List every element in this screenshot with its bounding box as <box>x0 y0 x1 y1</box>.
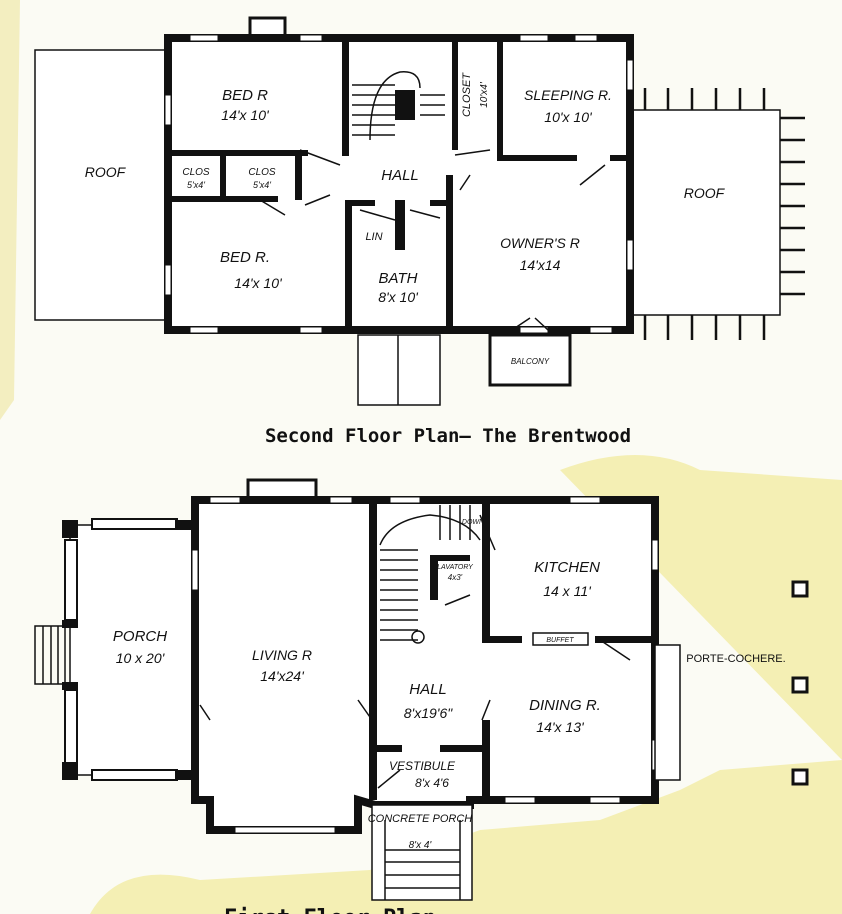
room-label: CONCRETE PORCH <box>368 813 473 825</box>
room-label: HALL <box>409 681 447 698</box>
room-label: PORCH <box>113 628 167 645</box>
room-label: CLOS <box>248 167 276 178</box>
first-floor-caption: First Floor Plan <box>224 906 436 914</box>
room-label: BUFFET <box>546 637 574 644</box>
room-size: 10'x 10' <box>544 109 593 125</box>
room-label: LIVING R <box>252 647 312 663</box>
room-size: 10'x4' <box>479 81 490 108</box>
room-label: LIN <box>365 231 382 243</box>
room-label: CLOSET <box>461 72 473 117</box>
room-label: LAVATORY <box>437 564 474 571</box>
room-label: ROOF <box>684 185 726 201</box>
room-size: 5'x4' <box>187 180 205 190</box>
room-label: SLEEPING R. <box>524 87 612 103</box>
room-size: 5'x4' <box>253 180 271 190</box>
room-size: 4x3' <box>448 573 463 582</box>
room-label: VESTIBULE <box>389 759 456 773</box>
roof-right <box>629 109 781 316</box>
room-label: OWNER'S R <box>500 235 580 251</box>
room-label: DINING R. <box>529 697 601 714</box>
room-label: BALCONY <box>511 357 550 366</box>
room-size: 10 x 20' <box>116 650 166 666</box>
room-label: BED R. <box>220 249 270 266</box>
room-size: 8'x 10' <box>378 289 419 305</box>
room-label: KITCHEN <box>534 559 600 576</box>
room-size: 8'x 4' <box>409 840 433 851</box>
second-floor-caption: Second Floor Plan— The Brentwood <box>265 425 631 447</box>
room-label: ROOF <box>85 164 127 180</box>
second-floor-plan: BED R 14'x 10' BED R. 14'x 10' CLOS 5'x4… <box>34 16 805 447</box>
room-size: 14'x14 <box>520 257 561 273</box>
room-size: 14'x 10' <box>234 275 283 291</box>
room-label: HALL <box>381 167 419 184</box>
roof-left <box>34 49 169 321</box>
balcony <box>488 333 572 387</box>
room-label: CLOS <box>182 167 210 178</box>
room-size: 14'x 13' <box>536 719 585 735</box>
room-size: 8'x 4'6 <box>415 776 449 790</box>
room-size: 14'x24' <box>260 668 305 684</box>
room-size: 8'x19'6" <box>404 705 453 721</box>
first-floor-plan: PORCH 10 x 20' LIVING R 14'x24' HALL 8'x… <box>34 478 809 914</box>
room-size: 14 x 11' <box>543 583 592 599</box>
room-label: BATH <box>379 270 418 287</box>
room-label: PORTE-COCHERE. <box>686 653 785 665</box>
room-label: DOWN <box>462 519 485 526</box>
room-label: BED R <box>222 87 268 104</box>
room-size: 14'x 10' <box>221 107 270 123</box>
paper-tint <box>90 455 842 914</box>
